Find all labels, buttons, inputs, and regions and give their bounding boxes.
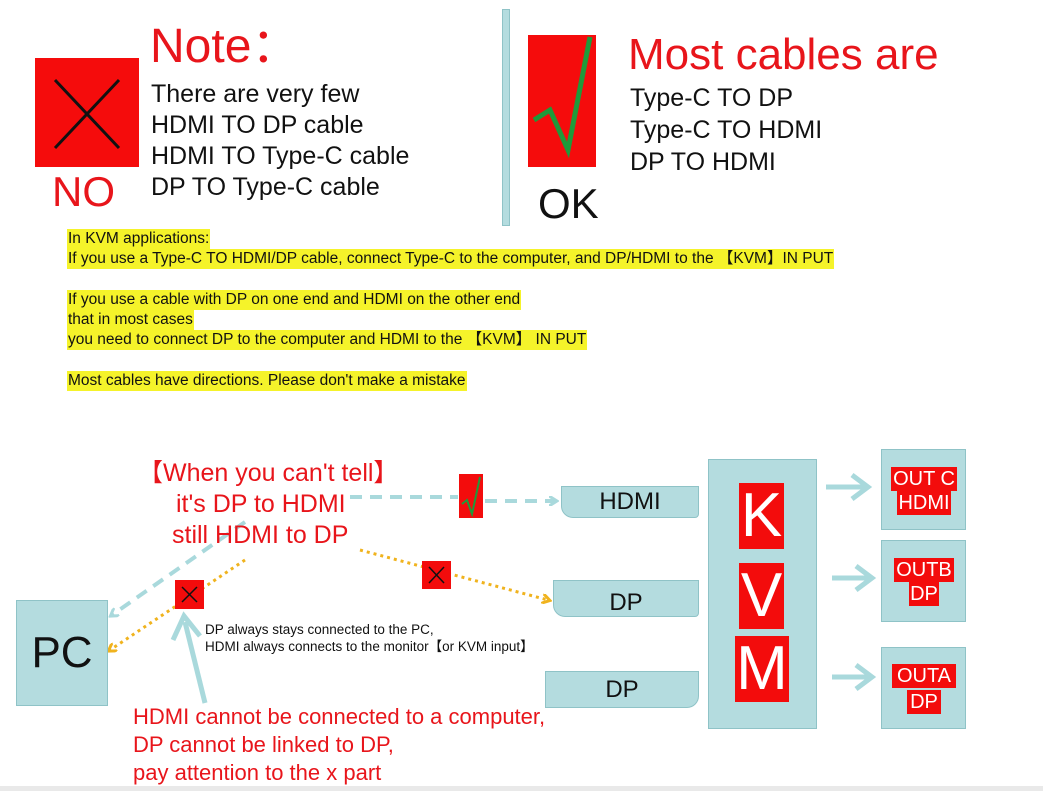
dp-cable-box-2: DP [545, 671, 699, 708]
dotted-line-to-pc [110, 558, 246, 650]
most-line-1: Type-C TO DP [630, 84, 794, 112]
dashed-line-to-pc [112, 520, 247, 615]
note-line-3: HDMI TO Type-C cable [151, 142, 410, 170]
note-title: Note： [150, 20, 300, 73]
hl-line-3: If you use a cable with DP on one end an… [67, 290, 522, 310]
most-line-2: Type-C TO HDMI [630, 116, 823, 144]
mini-check-box [459, 474, 483, 518]
output-box-a [881, 647, 966, 729]
most-line-3: DP TO HDMI [630, 148, 776, 176]
warning-line-3: pay attention to the x part [133, 760, 382, 785]
output-a-line-2: DP [907, 690, 941, 714]
pc-label: PC [31, 628, 93, 677]
check-icon [532, 36, 593, 159]
mini-x-box-2 [175, 580, 204, 609]
hl-line-1: In KVM applications: [67, 229, 211, 249]
tell-line-3: still HDMI to DP [172, 521, 349, 549]
hdmi-box-label: HDMI [599, 488, 661, 515]
mini-x-box-1 [422, 561, 451, 589]
cross-icon [53, 78, 121, 150]
hl-line-4: that in most cases [67, 310, 194, 330]
big-arrow-up [182, 621, 208, 704]
output-c-line-2: HDMI [897, 491, 951, 515]
output-b-line-2: DP [909, 582, 939, 606]
dp-box-label-2: DP [605, 675, 639, 703]
vertical-divider [502, 9, 510, 226]
check-icon [461, 476, 481, 518]
hl-line-6: Most cables have directions. Please don'… [67, 371, 467, 391]
most-cables-title: Most cables are [628, 30, 939, 79]
pc-box: PC [16, 600, 108, 706]
dp-cable-box-1: DP [553, 580, 699, 617]
tell-line-2: it's DP to HDMI [176, 490, 346, 518]
warning-line-2: DP cannot be linked to DP, [133, 732, 394, 757]
note-line-4: DP TO Type-C cable [151, 173, 380, 201]
warning-line-1: HDMI cannot be connected to a computer, [133, 704, 546, 729]
kvm-letter-m: M [735, 634, 789, 703]
small-note-2: HDMI always connects to the monitor【or K… [205, 639, 534, 654]
note-line-2: HDMI TO DP cable [151, 111, 364, 139]
kvm-letter-k: K [739, 481, 784, 550]
dp-box-label-1: DP [609, 588, 643, 616]
ok-box [528, 35, 596, 167]
hl-line-5: you need to connect DP to the computer a… [67, 330, 588, 350]
highlight-block: In KVM applications: If you use a Type-C… [67, 229, 835, 391]
page-bottom-edge [0, 786, 1043, 791]
ok-label: OK [538, 180, 599, 227]
cross-icon [181, 586, 198, 603]
note-line-1: There are very few [151, 80, 360, 108]
no-box [35, 58, 139, 167]
small-note-1: DP always stays connected to the PC, [205, 622, 434, 637]
no-label: NO [52, 168, 115, 215]
dotted-line-to-dp [359, 548, 548, 600]
kvm-letter-v: V [739, 561, 784, 630]
cross-icon [428, 566, 445, 584]
hl-line-2: If you use a Type-C TO HDMI/DP cable, co… [67, 249, 835, 269]
output-c-line-1: OUT C [891, 467, 957, 491]
hdmi-cable-box: HDMI [561, 486, 699, 518]
output-b-line-1: OUTB [894, 558, 954, 582]
output-a-line-1: OUTA [892, 664, 956, 688]
tell-line-1: 【When you can't tell】 [138, 459, 399, 487]
